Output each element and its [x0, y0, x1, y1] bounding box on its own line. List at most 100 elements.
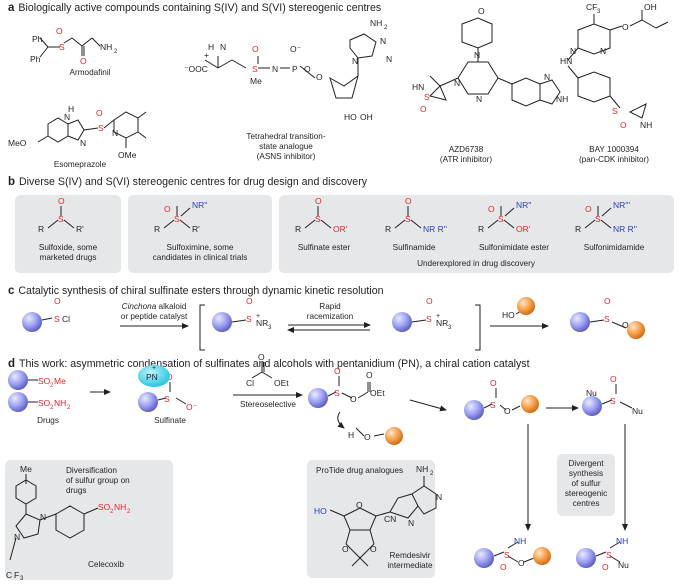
celecoxib-label: Celecoxib	[88, 560, 124, 569]
svg-text:O: O	[504, 406, 511, 416]
svg-text:S: S	[426, 314, 432, 324]
bay-label-1: BAY 1000394	[589, 145, 639, 154]
svg-text:O: O	[488, 204, 495, 214]
racemization-label-2: racemization	[306, 312, 354, 321]
svg-text:S: S	[424, 92, 430, 102]
svg-text:O: O	[258, 352, 265, 362]
nu-label: Nu	[586, 388, 597, 398]
svg-text:3: 3	[20, 576, 24, 582]
svg-text:R: R	[575, 224, 581, 234]
svg-text:Nu: Nu	[618, 560, 629, 570]
svg-text:N: N	[436, 492, 442, 502]
svg-text:O: O	[426, 296, 433, 306]
svg-text:NH: NH	[640, 120, 652, 130]
diversification-label-1: Diversification	[66, 466, 117, 475]
svg-text:S: S	[610, 396, 616, 406]
azd6738-structure	[429, 17, 561, 107]
svg-text:O: O	[80, 56, 87, 66]
svg-text:NH: NH	[514, 536, 526, 546]
svg-text:2: 2	[110, 509, 114, 515]
svg-text:N: N	[386, 54, 392, 64]
svg-text:Cl: Cl	[246, 378, 254, 388]
svg-text:HO: HO	[344, 112, 357, 122]
underexplored-box	[279, 195, 674, 273]
svg-text:O: O	[500, 562, 507, 572]
svg-text:S: S	[612, 106, 618, 116]
svg-text:O: O	[366, 370, 373, 380]
svg-text:H: H	[208, 42, 214, 52]
svg-text:O: O	[54, 296, 61, 306]
spheres	[8, 297, 645, 568]
svg-text:N: N	[64, 112, 70, 122]
svg-text:O: O	[518, 558, 525, 568]
svg-text:+: +	[204, 50, 209, 60]
svg-text:SO: SO	[38, 376, 51, 386]
svg-text:N: N	[272, 64, 278, 74]
svg-text:OH: OH	[360, 112, 373, 122]
sulfoxide-structure	[47, 206, 75, 229]
svg-text:NH: NH	[416, 464, 428, 474]
pn-label: PN	[146, 372, 158, 382]
svg-text:O: O	[356, 500, 363, 510]
svg-text:NR''': NR'''	[613, 200, 631, 210]
svg-text:O: O	[58, 196, 65, 206]
svg-text:S: S	[164, 394, 170, 404]
svg-text:O: O	[622, 320, 629, 330]
svg-text:OR': OR'	[516, 224, 531, 234]
svg-text:S: S	[252, 64, 258, 74]
svg-text:O⁻: O⁻	[290, 44, 302, 54]
svg-text:S: S	[606, 550, 612, 560]
svg-text:+: +	[256, 313, 260, 320]
svg-text:S: S	[174, 214, 180, 224]
sulfinamide-label: Sulfinamide	[392, 243, 436, 252]
svg-text:O⁻: O⁻	[186, 402, 198, 412]
svg-text:O: O	[585, 204, 592, 214]
svg-text:N: N	[570, 46, 576, 56]
svg-text:NH: NH	[114, 502, 126, 512]
svg-text:NH: NH	[100, 42, 112, 52]
svg-text:NR: NR	[256, 318, 268, 328]
remdesivir-structure	[329, 476, 437, 567]
svg-text:S: S	[59, 42, 65, 52]
svg-text:2: 2	[50, 383, 54, 389]
svg-text:3: 3	[597, 9, 601, 15]
sulfoxide-label-1: Sulfoxide, some	[38, 243, 98, 252]
svg-text:S: S	[405, 214, 411, 224]
svg-text:O: O	[478, 6, 485, 16]
armodafinil-label: Armodafinil	[69, 68, 111, 77]
diversification-label-2: of sulfur group on	[66, 476, 130, 485]
svg-text:O: O	[405, 196, 412, 206]
svg-text:MeO: MeO	[8, 138, 27, 148]
svg-text:Cl: Cl	[62, 314, 70, 324]
esomeprazole-structure	[37, 111, 147, 148]
sulfoxide-box	[15, 195, 121, 273]
svg-text:2: 2	[430, 471, 434, 477]
sulfoximine-structure	[163, 206, 191, 229]
svg-text:HO: HO	[502, 310, 515, 320]
svg-text:Nu: Nu	[632, 406, 643, 416]
svg-text:N: N	[40, 512, 46, 522]
svg-text:F: F	[14, 570, 19, 580]
bay1000394-structure	[567, 10, 669, 119]
svg-text:O: O	[96, 108, 103, 118]
protide-label: ProTide drug analogues	[316, 466, 404, 475]
svg-text:NR R'': NR R''	[613, 224, 637, 234]
svg-text:NR'': NR''	[516, 200, 532, 210]
armodafinil-structure	[39, 37, 101, 58]
svg-text:R': R'	[76, 224, 84, 234]
svg-text:OEt: OEt	[370, 388, 385, 398]
svg-text:Me: Me	[54, 376, 66, 386]
svg-text:NH: NH	[370, 18, 382, 28]
svg-text:S: S	[315, 214, 321, 224]
svg-text:N: N	[380, 36, 386, 46]
azd6738-label-2: (ATR inhibitor)	[439, 155, 493, 164]
svg-text:O: O	[315, 196, 322, 206]
tetrahedral-label-1: Tetrahedral transition-	[246, 132, 326, 141]
svg-text:O: O	[604, 296, 611, 306]
svg-text:O: O	[602, 562, 609, 572]
svg-text:S: S	[98, 123, 104, 133]
racemization-label-1: Rapid	[319, 302, 341, 311]
svg-text:NR: NR	[436, 318, 448, 328]
